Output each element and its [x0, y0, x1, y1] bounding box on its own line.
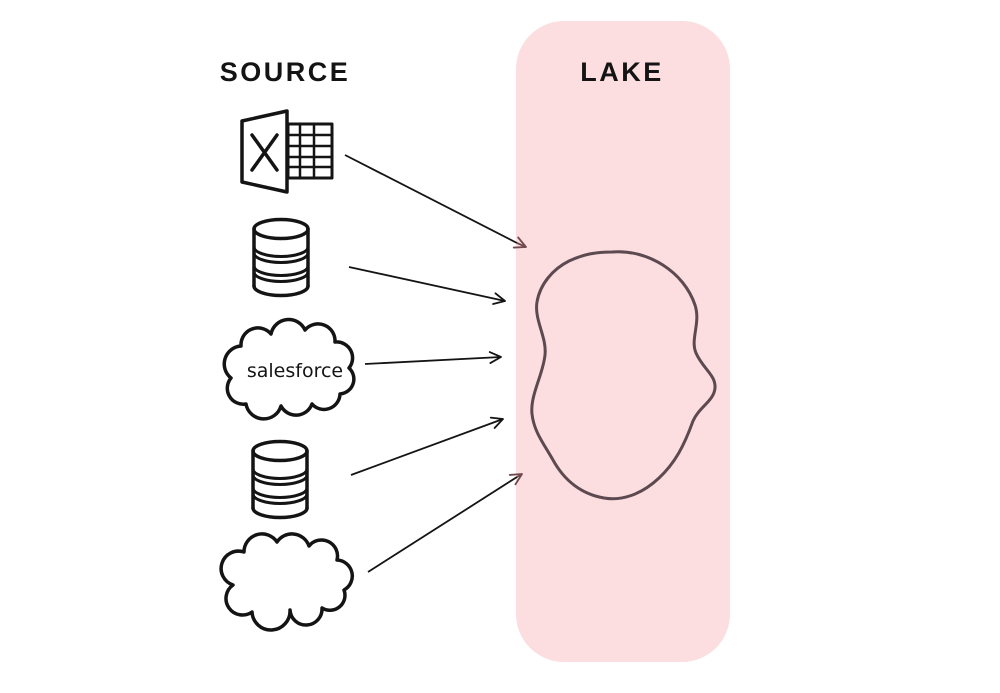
lake-column-title: LAKE — [580, 57, 664, 87]
connection-salesforce-to-lake — [364, 351, 502, 365]
lake-panel — [516, 21, 730, 662]
cloud-icon — [219, 532, 354, 632]
salesforce-cloud-icon: salesforce — [222, 317, 356, 421]
source-column-title: SOURCE — [220, 57, 351, 87]
excel-spreadsheet-icon — [240, 109, 334, 194]
salesforce-wordmark: salesforce — [247, 360, 343, 382]
database-cylinder-icon — [252, 217, 310, 298]
connection-database1-to-lake — [348, 266, 506, 305]
connection-database2-to-lake — [350, 416, 504, 476]
connection-excel-to-lake — [344, 154, 527, 249]
database-cylinder-icon — [251, 439, 309, 520]
lake-blob-outline — [530, 250, 717, 501]
connection-cloud-to-lake — [367, 473, 523, 573]
